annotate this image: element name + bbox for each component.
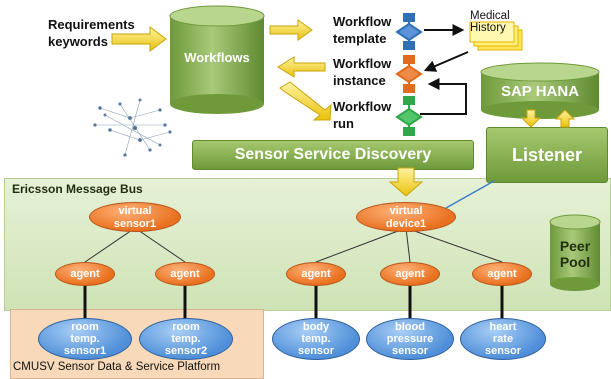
peer-pool-label: Peer Pool (559, 238, 591, 270)
agent-sensor-lines (83, 284, 504, 320)
workflows-run-arrow (279, 81, 332, 121)
workflows-database-icon (169, 5, 265, 114)
peer-pool-database-icon (549, 214, 601, 291)
hana-to-listener-arrow (520, 109, 542, 128)
discovery-to-bus-arrow (388, 167, 424, 197)
listener-box: Listener (486, 127, 608, 183)
agent-node: agent (472, 262, 532, 286)
agent-node: agent (155, 262, 215, 286)
workflow-instance-icon (395, 55, 423, 93)
instance-to-workflows-arrow (277, 56, 326, 78)
virtual-device-node: virtual device1 (356, 202, 456, 232)
listener-connector-line (445, 180, 495, 209)
room-temp-sensor2-node: room temp. sensor2 (139, 318, 233, 360)
virtual-sensor-node: virtual sensor1 (89, 202, 181, 232)
body-temp-sensor-node: body temp. sensor (272, 318, 360, 360)
workflow-instance-label: Workflow instance (333, 56, 392, 88)
platform-title: CMUSV Sensor Data & Service Platform (13, 361, 221, 373)
medical-history-label: Medical History (470, 10, 510, 34)
workflows-to-template-arrow (269, 19, 313, 41)
network-graph-icon (93, 98, 172, 157)
agent-node: agent (286, 262, 346, 286)
workflow-template-label: Workflow template (333, 14, 392, 46)
workflows-label: Workflows (184, 50, 250, 65)
message-bus-panel (4, 178, 611, 311)
heart-rate-sensor-node: heart rate sensor (460, 318, 546, 360)
sap-hana-database-icon (480, 62, 600, 119)
blood-pressure-sensor-node: blood pressure sensor (366, 318, 454, 360)
yellow-arrows (111, 19, 576, 197)
agent-node: agent (380, 262, 440, 286)
workflow-run-icon (395, 96, 423, 136)
message-bus-title: Ericsson Message Bus (12, 182, 143, 196)
requirements-to-workflows-arrow (111, 26, 167, 52)
listener-to-hana-arrow (554, 109, 576, 128)
room-temp-sensor1-node: room temp. sensor1 (38, 318, 132, 360)
sensor-service-discovery-box: Sensor Service Discovery (192, 140, 474, 170)
tree-lines (84, 209, 503, 263)
medical-history-documents-icon (469, 21, 523, 51)
medical-to-instance-arrow (423, 51, 469, 72)
sap-hana-label: SAP HANA (500, 83, 580, 100)
requirements-label: Requirements keywords (48, 17, 135, 49)
workflow-run-label: Workflow run (333, 99, 392, 131)
agent-node: agent (55, 262, 115, 286)
run-to-instance-arrow (420, 78, 467, 115)
workflow-template-icon (395, 13, 423, 50)
